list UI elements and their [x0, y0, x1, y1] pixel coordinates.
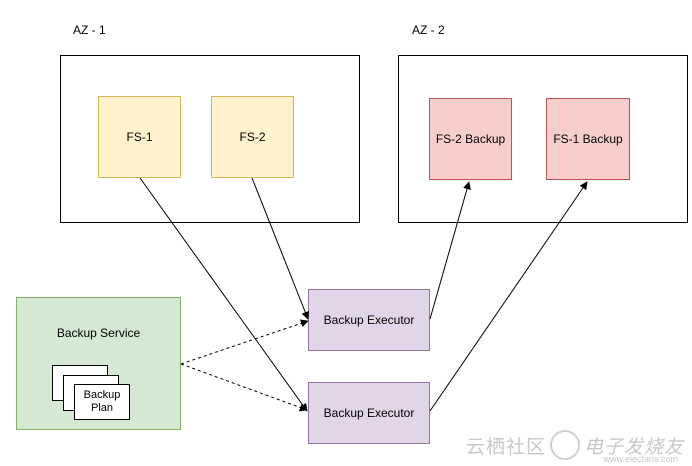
az1-label: AZ - 1	[73, 23, 106, 37]
watermark-text: 云栖社区	[465, 436, 546, 458]
edge-service-to-executor-2	[180, 363, 308, 412]
fs1-label: FS-1	[126, 130, 153, 144]
backup-service-node[interactable]: Backup Service Backup Plan	[16, 297, 181, 430]
edge-service-to-executor-1	[180, 319, 309, 365]
backup-executor-1[interactable]: Backup Executor	[308, 289, 430, 351]
watermark-url: www.elecfans.com	[603, 454, 678, 464]
backup-executor-2-label: Backup Executor	[323, 406, 415, 420]
fs2-backup-label: FS-2 Backup	[435, 132, 506, 146]
backup-plan-card[interactable]: Backup Plan	[74, 384, 130, 420]
backup-plan-label: Backup Plan	[83, 389, 121, 414]
backup-executor-1-label: Backup Executor	[323, 313, 415, 327]
watermark-logo-icon	[549, 430, 580, 460]
fs1-node[interactable]: FS-1	[98, 96, 181, 178]
az2-label: AZ - 2	[412, 23, 445, 37]
fs2-label: FS-2	[239, 130, 266, 144]
fs1-backup-node[interactable]: FS-1 Backup	[546, 98, 630, 180]
backup-service-label: Backup Service	[56, 326, 141, 340]
watermark: 云栖社区 电子发烧友 www.elecfans.com	[465, 430, 684, 464]
fs2-node[interactable]: FS-2	[211, 96, 294, 178]
backup-executor-2[interactable]: Backup Executor	[308, 382, 430, 444]
fs1-backup-label: FS-1 Backup	[553, 132, 623, 146]
watermark-brand: 电子发烧友	[583, 436, 684, 458]
fs2-backup-node[interactable]: FS-2 Backup	[429, 98, 512, 180]
